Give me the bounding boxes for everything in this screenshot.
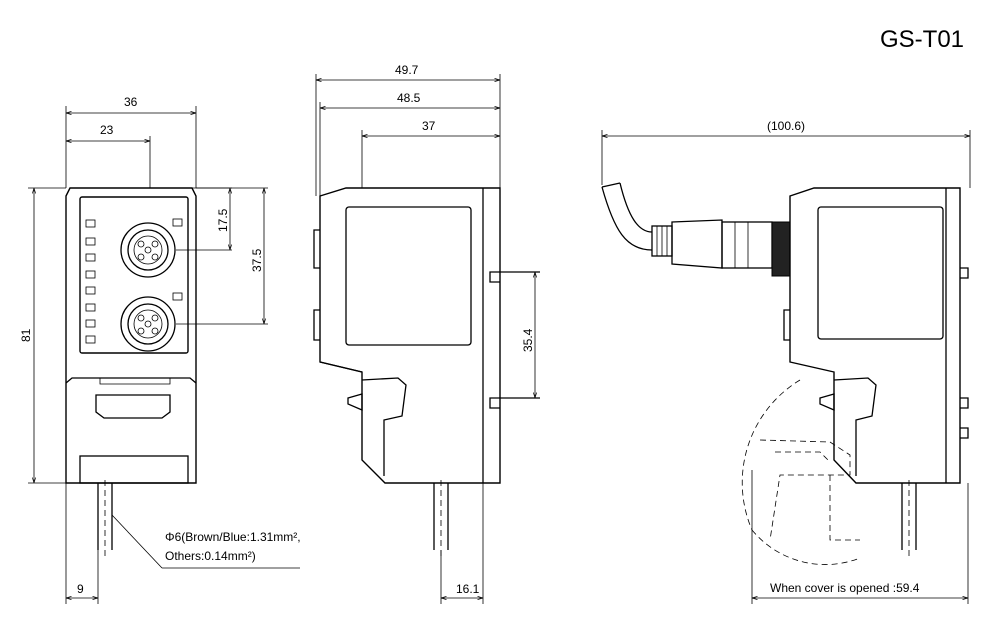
model-title: GS-T01 xyxy=(880,26,964,53)
connector-upper xyxy=(120,218,183,278)
dim-side-main: 37 xyxy=(422,119,436,133)
right-view: (100.6) xyxy=(601,119,971,604)
connector-lower xyxy=(120,292,183,352)
dim-front-width: 36 xyxy=(124,95,138,109)
dim-side-body: 48.5 xyxy=(397,91,421,105)
cable-note-line2: Others:0.14mm²) xyxy=(165,549,256,563)
dim-right-length: (100.6) xyxy=(767,119,805,133)
dim-front-cable-offset: 9 xyxy=(77,582,84,596)
side-view: 49.7 48.5 37 35.4 16.1 xyxy=(313,63,540,604)
dim-front-height: 81 xyxy=(19,328,33,342)
dim-side-cable-offset: 16.1 xyxy=(456,582,480,596)
dim-front-connector: 23 xyxy=(100,123,114,137)
dim-connector-pitch-2: 37.5 xyxy=(250,248,264,272)
led-column xyxy=(85,219,96,344)
cable-note-line1: Φ6(Brown/Blue:1.31mm², xyxy=(165,530,301,544)
cover-opened-note: When cover is opened :59.4 xyxy=(770,581,920,595)
dim-side-rail: 35.4 xyxy=(521,328,535,352)
dim-side-overall: 49.7 xyxy=(395,63,419,77)
front-view: 36 23 xyxy=(19,95,301,604)
dim-connector-pitch-1: 17.5 xyxy=(216,208,230,232)
